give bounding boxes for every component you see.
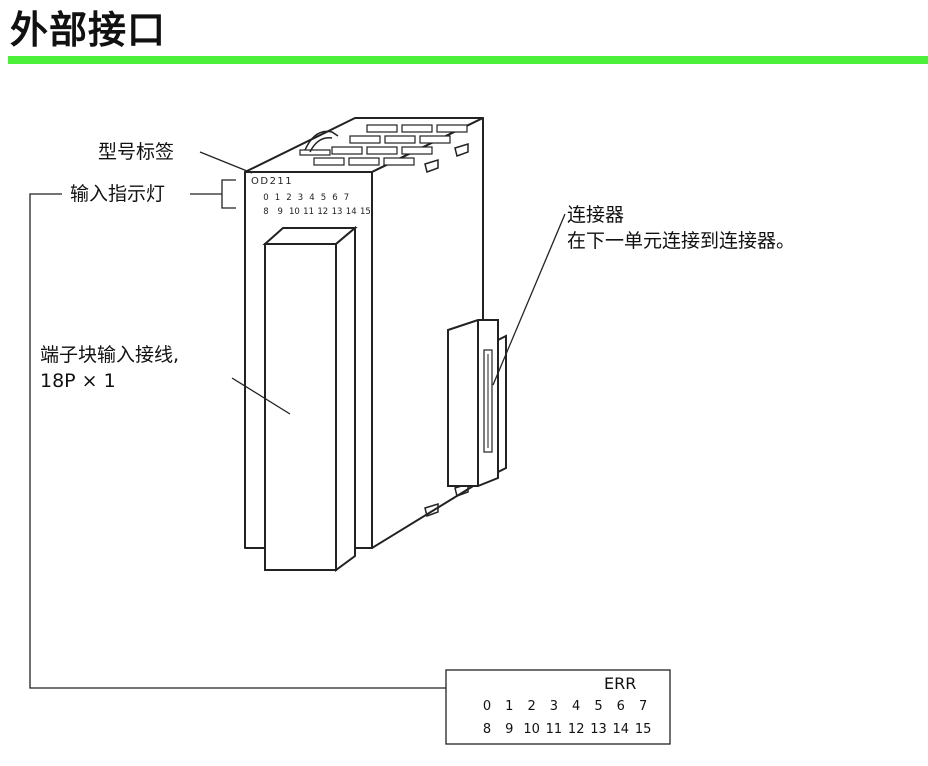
- panel-err-label: ERR: [604, 674, 636, 693]
- connector-label-line2: 在下一单元连接到连接器。: [567, 230, 796, 252]
- device-led-label: 13: [332, 207, 343, 217]
- top-latch: [304, 130, 339, 153]
- leader-lines: [29, 151, 566, 689]
- device-led-label: 8: [263, 207, 268, 217]
- indicator-panel-box: [445, 669, 671, 745]
- panel-led-label: 9: [505, 722, 513, 737]
- terminal-label-line1: 端子块输入接线,: [40, 344, 180, 366]
- device-led-label: 1: [275, 193, 280, 203]
- connector-label-line1: 连接器: [567, 204, 625, 226]
- panel-led-label: 3: [550, 699, 558, 714]
- device-led-label: 3: [298, 193, 303, 203]
- device-led-label: 0: [263, 193, 268, 203]
- device-led-label: 9: [277, 207, 282, 217]
- panel-led-label: 4: [572, 699, 580, 714]
- panel-led-label: 10: [523, 722, 540, 737]
- panel-led-label: 8: [483, 722, 491, 737]
- device-led-label: 7: [344, 193, 349, 203]
- device-led-label: 12: [317, 207, 328, 217]
- input-indicator-text: 输入指示灯: [70, 183, 166, 205]
- title-underline: [8, 56, 928, 64]
- device-led-label: 2: [286, 193, 291, 203]
- panel-led-label: 12: [568, 722, 585, 737]
- device-led-label: 4: [309, 193, 314, 203]
- device-led-label: 6: [332, 193, 337, 203]
- panel-led-label: 1: [505, 699, 513, 714]
- panel-led-label: 6: [617, 699, 625, 714]
- terminal-label-line2: 18P × 1: [40, 370, 116, 392]
- panel-led-label: 5: [594, 699, 602, 714]
- page-title: 外部接口: [10, 8, 167, 52]
- model-label-text: 型号标签: [98, 141, 175, 163]
- panel-led-label: 2: [527, 699, 535, 714]
- panel-led-label: 0: [483, 699, 491, 714]
- device-model-text: OD211: [251, 176, 293, 187]
- top-vents: [299, 124, 468, 166]
- side-connector: [447, 319, 507, 487]
- device-led-label: 15: [360, 207, 371, 217]
- device-led-label: 14: [346, 207, 357, 217]
- panel-led-label: 7: [639, 699, 647, 714]
- panel-led-label: 14: [613, 722, 630, 737]
- terminal-block: [262, 225, 358, 572]
- device-led-label: 10: [289, 207, 300, 217]
- panel-led-label: 15: [635, 722, 652, 737]
- device-led-label: 5: [321, 193, 326, 203]
- panel-led-label: 13: [590, 722, 607, 737]
- panel-led-label: 11: [546, 722, 563, 737]
- device-led-label: 11: [303, 207, 314, 217]
